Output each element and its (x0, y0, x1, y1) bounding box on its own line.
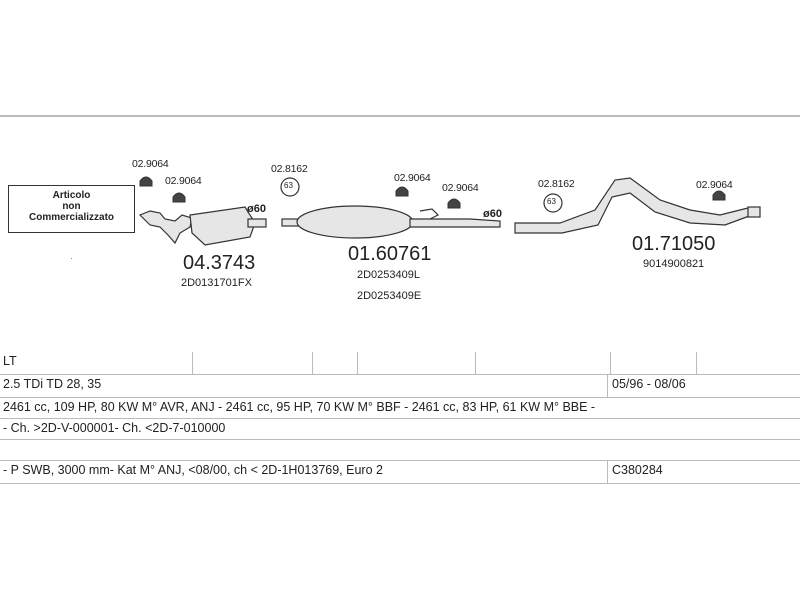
hanger-icon-1 (139, 176, 153, 187)
not-sold-line-3: Commercializzato (28, 212, 115, 223)
clamp-mark-2: 63 (547, 197, 556, 206)
exhaust-drawing (138, 176, 761, 246)
middle-silencer-hanger (419, 208, 440, 220)
middle-silencer-pipe (409, 218, 501, 228)
engine-details: 2461 cc, 109 HP, 80 KW M° AVR, ANJ - 246… (3, 400, 596, 414)
col-sep (607, 461, 608, 483)
catalyst-outlet-pipe (247, 218, 267, 228)
clamp-63-a (280, 177, 300, 197)
exhaust-diagram: Articolo non Commercializzato · 02.9064 … (0, 115, 800, 350)
hanger-icon-2 (172, 192, 186, 203)
catalyst-shape (189, 206, 256, 246)
clamp-label-5: 02.9064 (442, 182, 479, 194)
clamp-label-3: 02.8162 (271, 163, 308, 175)
hanger-icon-7 (712, 190, 726, 201)
tail-pipe (747, 206, 761, 218)
table-row-1: LT (0, 352, 800, 375)
clamp-63-b (543, 193, 563, 213)
clamp-label-1: 02.9064 (132, 158, 169, 170)
top-divider (0, 115, 800, 117)
chassis-range: - Ch. >2D-V-000001- Ch. <2D-7-010000 (3, 421, 226, 435)
table-row-5 (0, 440, 800, 461)
part-number-1: 04.3743 (183, 252, 256, 274)
clamp-mark-1: 63 (284, 181, 293, 190)
front-pipe-shape (138, 210, 193, 245)
diameter-label-1: ø60 (247, 203, 266, 215)
table-row-3: 2461 cc, 109 HP, 80 KW M° AVR, ANJ - 246… (0, 398, 800, 419)
part-ref-2b: 2D0253409E (357, 290, 422, 302)
table-row-6: - P SWB, 3000 mm- Kat M° ANJ, <08/00, ch… (0, 461, 800, 484)
col-sep (312, 352, 313, 374)
diameter-label-2: ø60 (483, 208, 502, 220)
vehicle-notes: - P SWB, 3000 mm- Kat M° ANJ, <08/00, ch… (3, 463, 383, 477)
dot-mark: · (70, 253, 73, 263)
clamp-label-4: 02.9064 (394, 172, 431, 184)
not-sold-line-2: non (62, 201, 81, 212)
part-ref-3: 9014900821 (643, 258, 705, 270)
model-name: LT (3, 354, 17, 368)
not-sold-line-1: Articolo (52, 190, 91, 201)
col-sep (610, 352, 611, 374)
hanger-icon-4 (395, 186, 409, 197)
part-number-3: 01.71050 (632, 233, 716, 255)
part-number-2: 01.60761 (348, 243, 432, 265)
col-sep (192, 352, 193, 374)
clamp-label-2: 02.9064 (165, 175, 202, 187)
kit-code: C380284 (612, 463, 663, 477)
not-sold-box: Articolo non Commercializzato (8, 185, 135, 233)
part-ref-2a: 2D0253409L (357, 269, 421, 281)
clamp-label-6: 02.8162 (538, 178, 575, 190)
part-ref-1: 2D0131701FX (181, 277, 252, 289)
col-sep (607, 375, 608, 397)
table-row-4: - Ch. >2D-V-000001- Ch. <2D-7-010000 (0, 419, 800, 440)
middle-silencer-shape (296, 205, 414, 239)
col-sep (696, 352, 697, 374)
col-sep (475, 352, 476, 374)
production-period: 05/96 - 08/06 (612, 377, 686, 391)
engine-version: 2.5 TDi TD 28, 35 (3, 377, 102, 391)
table-row-2: 2.5 TDi TD 28, 35 05/96 - 08/06 (0, 375, 800, 398)
col-sep (357, 352, 358, 374)
clamp-label-7: 02.9064 (696, 179, 733, 191)
hanger-icon-5 (447, 198, 461, 209)
